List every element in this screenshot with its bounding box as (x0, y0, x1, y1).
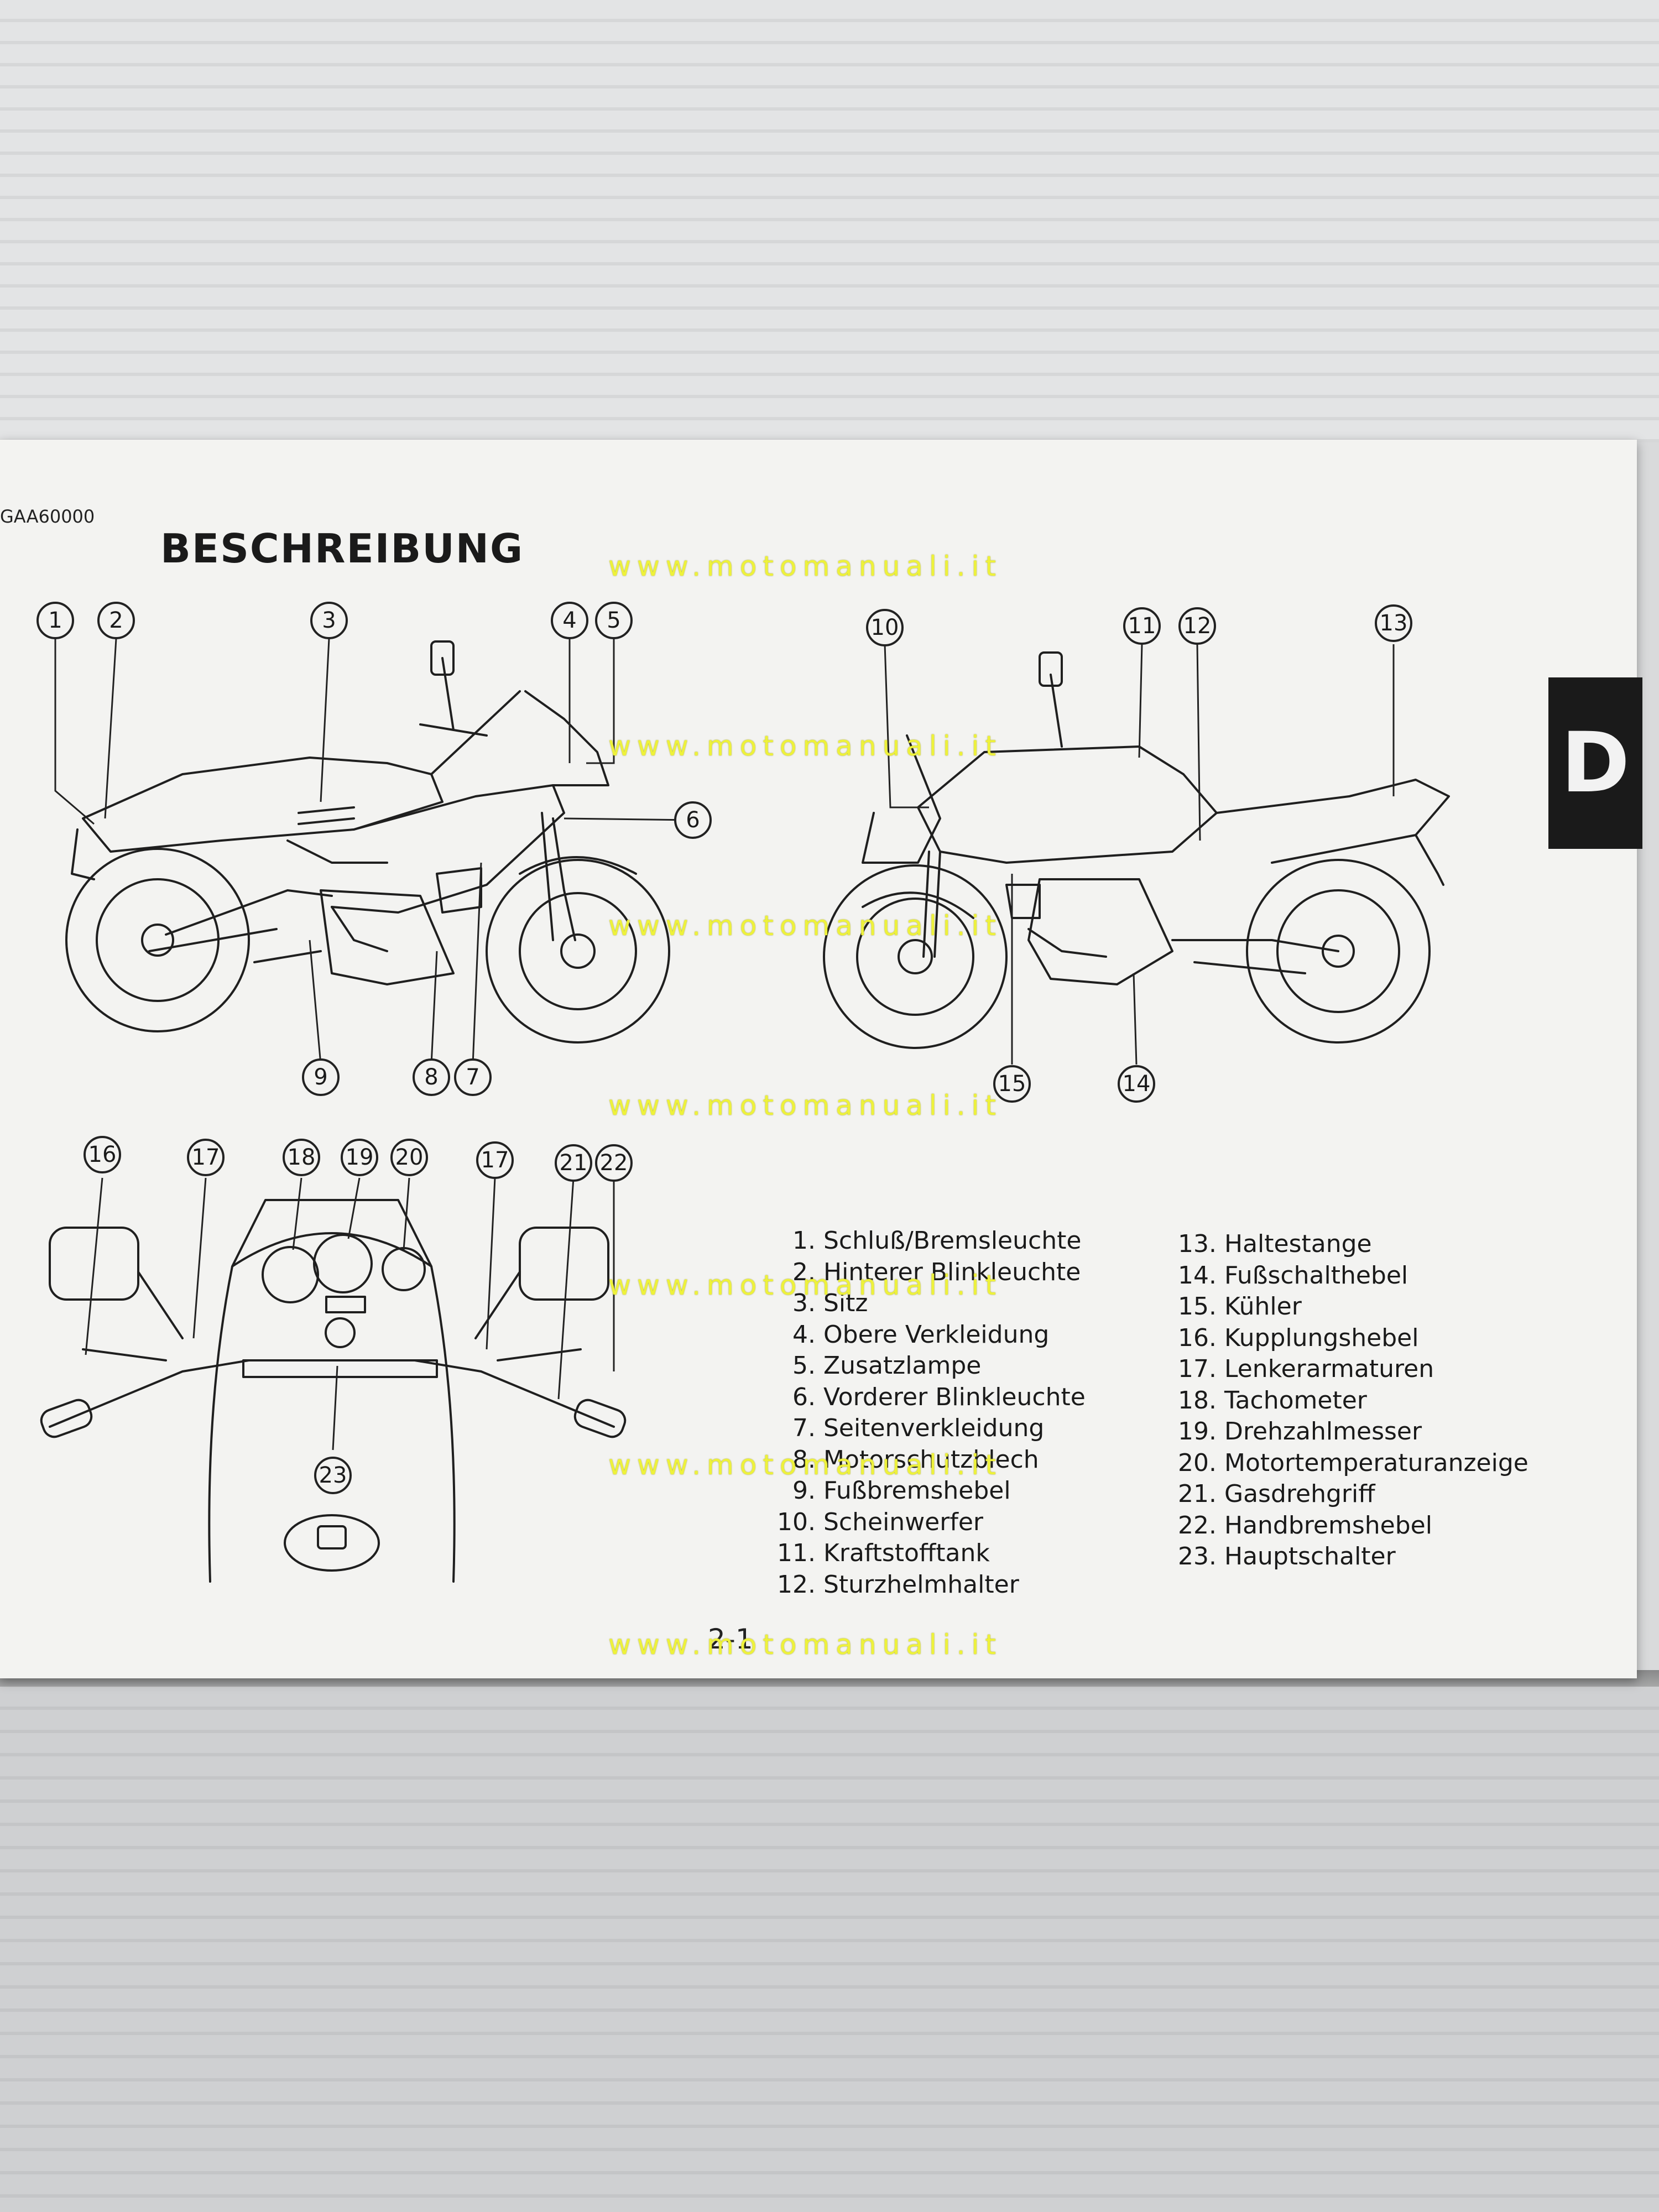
background-surface-bottom (0, 1687, 1659, 2212)
svg-text:13: 13 (1380, 611, 1408, 636)
callout-1: 1 (36, 602, 74, 639)
callout-17-right: 17 (476, 1141, 514, 1179)
svg-text:10: 10 (871, 615, 899, 640)
svg-text:2: 2 (109, 608, 123, 633)
callout-18: 18 (283, 1139, 320, 1176)
legend-item: 8.Motorschutzblech (792, 1445, 1039, 1474)
legend-item: 2.Hinterer Blinkleuchte (792, 1258, 1081, 1286)
watermark: www.motomanuali.it (608, 1629, 1003, 1661)
legend-item: 12.Sturzhelmhalter (777, 1570, 1019, 1599)
legend-item: 22.Handbremshebel (1178, 1511, 1432, 1540)
legend-item: 7.Seitenverkleidung (792, 1414, 1045, 1442)
callout-10: 10 (866, 609, 904, 646)
callout-11: 11 (1123, 607, 1161, 645)
legend-item: 10.Scheinwerfer (777, 1507, 983, 1536)
legend-item: 5.Zusatzlampe (792, 1352, 982, 1380)
legend-item: 1.Schluß/Bremsleuchte (792, 1227, 1082, 1255)
watermark: www.motomanuali.it (608, 1269, 1003, 1301)
callout-3: 3 (310, 602, 348, 639)
svg-text:15: 15 (998, 1071, 1026, 1097)
legend-item: 18.Tachometer (1178, 1386, 1367, 1415)
svg-text:23: 23 (319, 1463, 347, 1488)
callout-5: 5 (595, 602, 633, 639)
callout-9: 9 (302, 1058, 340, 1096)
page-title: BESCHREIBUNG (160, 525, 524, 572)
watermark: www.motomanuali.it (608, 550, 1003, 582)
callout-14: 14 (1118, 1065, 1155, 1103)
svg-text:22: 22 (600, 1150, 628, 1176)
svg-text:7: 7 (466, 1065, 479, 1090)
watermark: www.motomanuali.it (608, 1449, 1003, 1481)
svg-text:11: 11 (1128, 613, 1156, 639)
svg-text:12: 12 (1183, 613, 1212, 639)
legend-item: 4.Obere Verkleidung (792, 1320, 1050, 1349)
legend-item: 21.Gasdrehgriff (1178, 1480, 1375, 1508)
legend-item: 15.Kühler (1178, 1292, 1302, 1321)
motorcycle-left-view (65, 640, 670, 1044)
legend-item: 16.Kupplungshebel (1178, 1323, 1419, 1352)
svg-text:17: 17 (481, 1147, 509, 1173)
legend-right: 13.Haltestange 14.Fußschalthebel 15.Kühl… (1167, 1229, 1528, 1573)
svg-text:5: 5 (607, 608, 620, 633)
callout-19: 19 (341, 1139, 378, 1176)
callout-8: 8 (413, 1058, 450, 1096)
svg-text:4: 4 (562, 608, 576, 633)
legend-item: 20.Motortemperaturanzeige (1178, 1448, 1528, 1477)
watermark: www.motomanuali.it (608, 1089, 1003, 1121)
legend-item: 19.Drehzahlmesser (1178, 1417, 1422, 1446)
svg-text:18: 18 (288, 1145, 316, 1170)
svg-text:9: 9 (314, 1065, 327, 1090)
svg-text:8: 8 (424, 1065, 438, 1090)
svg-text:14: 14 (1123, 1071, 1151, 1097)
legend-item: 9.Fußbremshebel (792, 1477, 1011, 1505)
svg-text:20: 20 (395, 1145, 424, 1170)
legend-item: 23.Hauptschalter (1178, 1542, 1396, 1571)
legend-item: 6.Vorderer Blinkleuchte (792, 1383, 1086, 1411)
svg-text:6: 6 (686, 807, 700, 833)
watermark: www.motomanuali.it (608, 730, 1003, 762)
callout-17-left: 17 (187, 1139, 225, 1176)
legend-item: 14.Fußschalthebel (1178, 1261, 1408, 1290)
language-tab: D (1548, 677, 1642, 849)
callout-13: 13 (1375, 604, 1412, 642)
callout-15: 15 (993, 1065, 1031, 1103)
callout-2: 2 (97, 602, 135, 639)
legend-item: 11.Kraftstofftank (777, 1539, 990, 1567)
callout-20: 20 (390, 1139, 428, 1176)
callout-21: 21 (555, 1144, 592, 1182)
motorcycle-right-view (823, 651, 1450, 1049)
svg-text:3: 3 (322, 608, 336, 633)
callout-4: 4 (551, 602, 588, 639)
legend-item: 3.Sitz (792, 1289, 868, 1317)
callout-6: 6 (674, 801, 712, 839)
manual-page (0, 440, 1637, 1678)
svg-text:16: 16 (88, 1142, 117, 1167)
legend-left: 1.Schluß/Bremsleuchte 2.Hinterer Blinkle… (766, 1225, 1086, 1600)
page-number: 2-1 (708, 1623, 753, 1655)
legend-item: 13.Haltestange (1178, 1230, 1372, 1258)
section-code: GAA60000 (0, 506, 95, 527)
callout-12: 12 (1178, 607, 1216, 645)
cockpit-view (40, 1199, 627, 1583)
svg-text:17: 17 (192, 1145, 220, 1170)
svg-text:19: 19 (346, 1145, 374, 1170)
callout-23: 23 (314, 1457, 352, 1494)
callout-7: 7 (454, 1058, 492, 1096)
svg-text:21: 21 (560, 1150, 588, 1176)
callout-16: 16 (84, 1136, 121, 1173)
background-surface-top (0, 0, 1659, 442)
svg-text:1: 1 (48, 608, 62, 633)
legend-item: 17.Lenkerarmaturen (1178, 1355, 1434, 1383)
callout-22: 22 (595, 1144, 633, 1182)
watermark: www.motomanuali.it (608, 910, 1003, 942)
